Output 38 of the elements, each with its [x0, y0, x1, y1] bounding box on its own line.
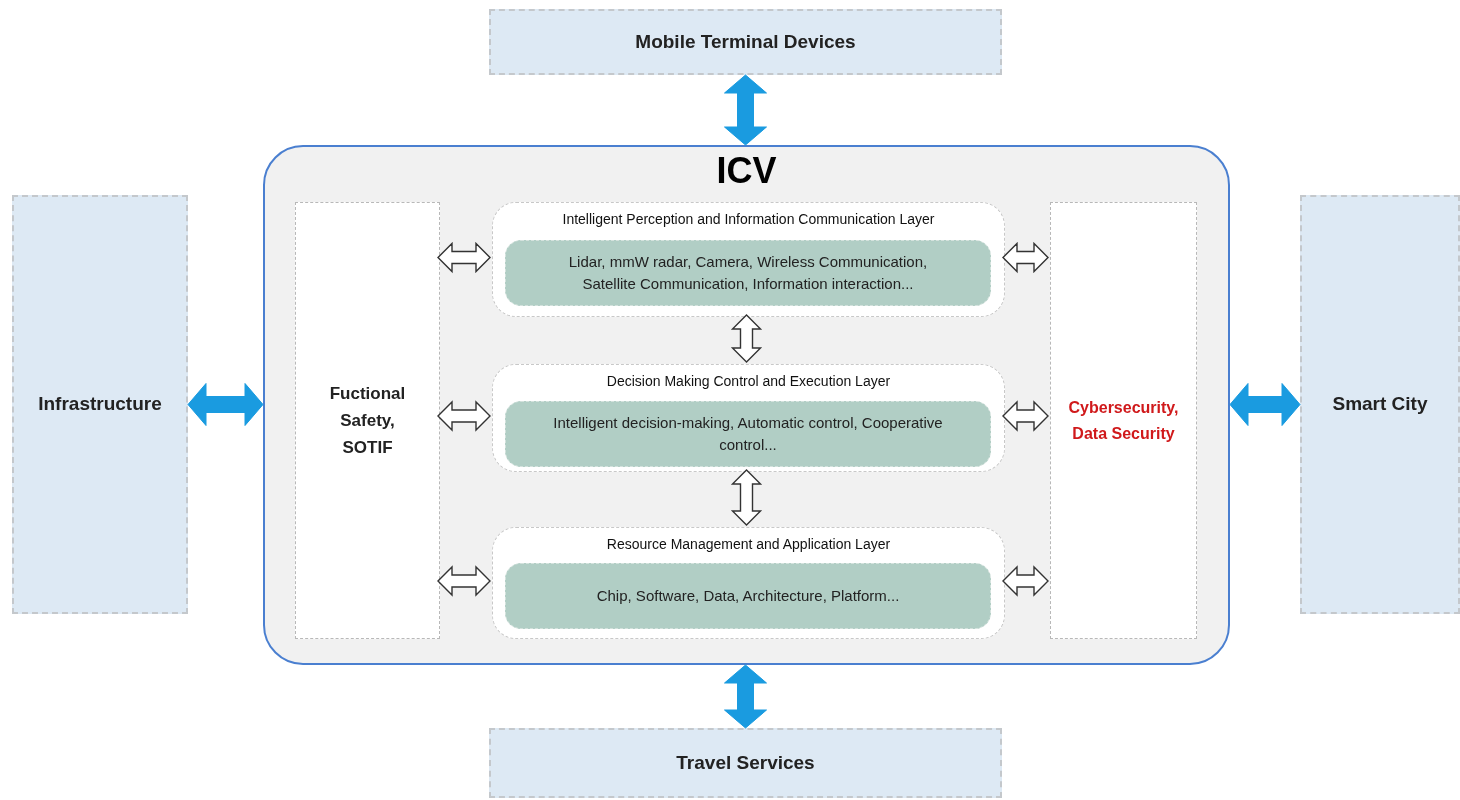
- panel-label: Fuctional Safety, SOTIF: [328, 382, 407, 460]
- external-box: [489, 9, 1002, 75]
- external-box: [1300, 195, 1460, 614]
- content-box: [505, 240, 991, 306]
- box-label: Infrastructure: [37, 392, 163, 417]
- content-box: [505, 563, 991, 629]
- double-arrow: [1229, 383, 1301, 426]
- side-panel: [295, 202, 440, 639]
- double-arrow: [1002, 400, 1049, 432]
- system-container: [263, 145, 1230, 665]
- container-label: ICV: [715, 153, 778, 189]
- layer-box: [492, 527, 1005, 639]
- double-arrow: [1002, 565, 1049, 597]
- layer-box: [492, 202, 1005, 317]
- content-text: Lidar, mmW radar, Camera, Wireless Communication, Satellite Communication, Information interaction...: [567, 252, 929, 294]
- double-arrow: [724, 664, 767, 729]
- content-box: [505, 401, 991, 467]
- double-arrow: [187, 383, 264, 426]
- double-arrow: [437, 400, 491, 432]
- double-arrow: [1002, 241, 1049, 274]
- box-label: Mobile Terminal Devices: [634, 29, 857, 54]
- double-arrow: [730, 469, 763, 526]
- content-text: Chip, Software, Data, Architecture, Platform...: [595, 586, 901, 607]
- double-arrow: [730, 314, 763, 363]
- layer-heading: Intelligent Perception and Information Communication Layer: [561, 210, 936, 229]
- box-label: Travel Services: [675, 750, 816, 775]
- layer-heading: Decision Making Control and Execution Layer: [605, 372, 892, 391]
- double-arrow: [437, 565, 491, 597]
- double-arrow: [724, 74, 767, 146]
- external-box: [12, 195, 188, 614]
- box-label: Smart City: [1331, 392, 1429, 417]
- double-arrow: [437, 241, 491, 274]
- content-text: Intelligent decision-making, Automatic control, Cooperative control...: [552, 413, 944, 455]
- side-panel: [1050, 202, 1197, 639]
- layer-heading: Resource Management and Application Layer: [605, 535, 892, 554]
- layer-box: [492, 364, 1005, 472]
- external-box: [489, 728, 1002, 798]
- panel-label: Cybersecurity, Data Security: [1067, 397, 1180, 444]
